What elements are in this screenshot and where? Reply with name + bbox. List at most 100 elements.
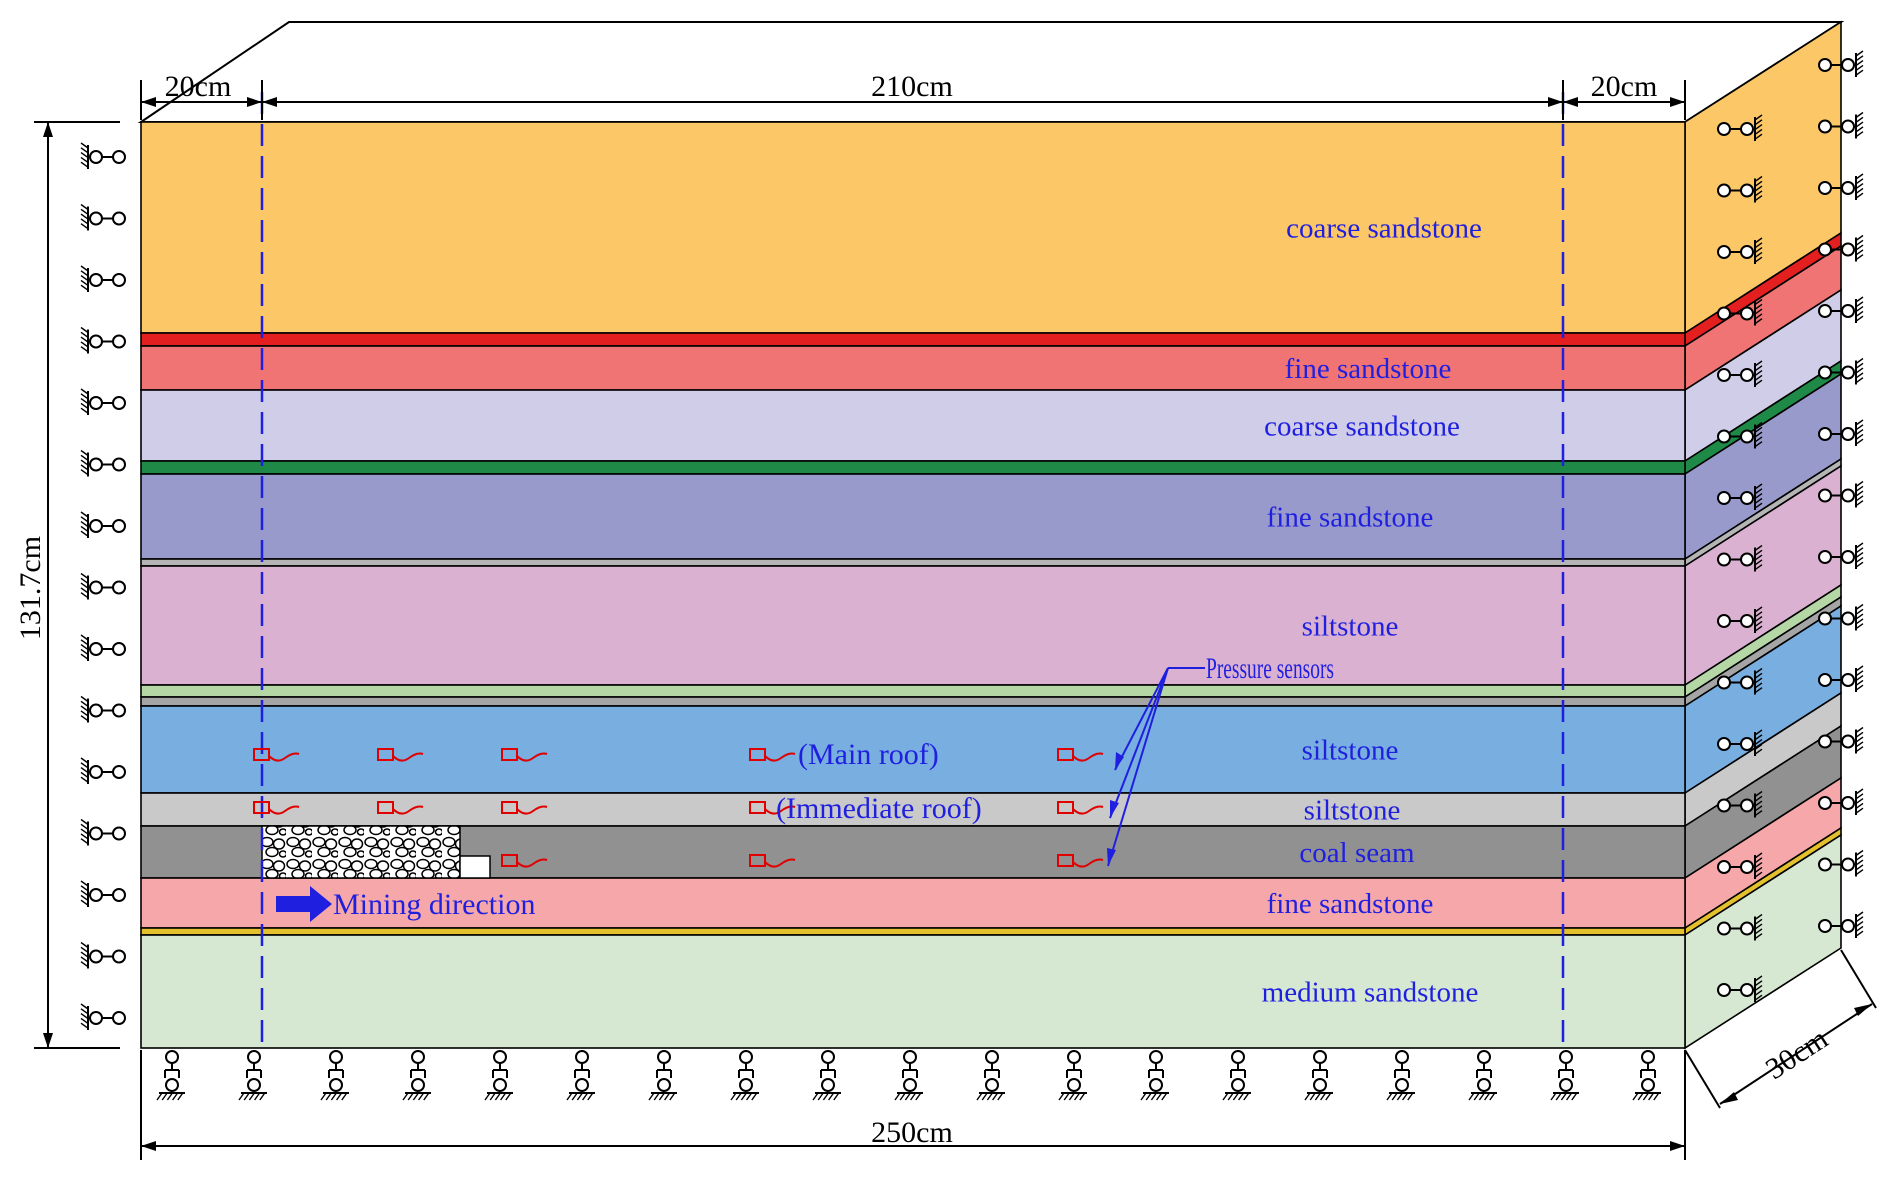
layer-label: fine sandstone	[1267, 888, 1434, 920]
layer-band	[140, 558, 1686, 567]
roller-support	[566, 1050, 595, 1101]
layer-label: fine sandstone	[1285, 353, 1452, 385]
pressure-sensor	[749, 854, 796, 868]
roller-support	[1717, 114, 1763, 141]
layer-label: siltstone	[1302, 735, 1399, 767]
layer-band	[140, 792, 1686, 827]
layer-label: coarse sandstone	[1264, 411, 1460, 443]
roller-support	[1058, 1050, 1087, 1101]
roller-support	[1818, 665, 1864, 692]
pressure-sensor	[1057, 801, 1104, 815]
roller-support	[1717, 667, 1763, 695]
layer-band	[140, 565, 1686, 686]
top-face	[137, 21, 1845, 123]
roller-support	[1818, 849, 1864, 877]
layer-label: siltstone	[1302, 611, 1399, 643]
dim-right-margin: 20cm	[1591, 70, 1658, 103]
roller-support	[1818, 542, 1864, 569]
layer-band	[140, 705, 1686, 794]
roller-support	[1717, 175, 1763, 203]
goaf-rubble	[261, 825, 461, 879]
main-roof-label: (Main roof)	[798, 738, 939, 771]
layer-labels: coarse sandstone fine sandstone coarse san…	[1262, 213, 1482, 1009]
roller-support	[648, 1050, 677, 1101]
layer-band	[140, 121, 1686, 334]
dim-depth: 30cm	[1760, 1022, 1834, 1086]
pressure-sensors	[253, 748, 1104, 868]
goaf-gap	[459, 855, 491, 879]
layer-band	[140, 934, 1686, 1049]
roller-support	[1304, 1050, 1333, 1101]
pressure-sensor	[253, 748, 300, 762]
roller-support	[1550, 1050, 1579, 1101]
layer-band	[140, 332, 1686, 347]
dim-center: 210cm	[871, 70, 953, 103]
roller-support	[1717, 360, 1763, 387]
pressure-sensor	[1057, 854, 1104, 868]
roller-support	[80, 880, 126, 907]
pressure-sensor	[377, 801, 424, 815]
roller-support	[80, 142, 126, 169]
roller-support	[1717, 421, 1763, 449]
roller-support	[812, 1050, 841, 1101]
boundary-supports	[80, 50, 1864, 1101]
roller-support	[1717, 237, 1763, 264]
front-face	[140, 121, 1686, 1049]
roller-support	[1717, 483, 1763, 510]
roller-support	[1140, 1050, 1169, 1101]
roller-support	[1818, 726, 1864, 754]
roller-support	[1818, 788, 1864, 815]
layer-label: fine sandstone	[1267, 502, 1434, 534]
top-dimension	[140, 80, 1686, 120]
layer-band	[140, 389, 1686, 462]
roller-support	[1717, 975, 1763, 1002]
pressure-sensors-label: Pressure sensors	[1206, 652, 1334, 685]
roller-support	[1717, 606, 1763, 633]
height-dimension	[34, 121, 120, 1049]
depth-dimension	[1684, 949, 1877, 1109]
layer-band	[140, 684, 1686, 698]
roller-support	[1717, 729, 1763, 756]
roller-support	[1386, 1050, 1415, 1101]
layer-band	[140, 877, 1686, 929]
roller-support	[80, 695, 126, 723]
roller-support	[1818, 50, 1864, 77]
sensor-leaders	[1107, 667, 1205, 867]
roller-support	[80, 388, 126, 415]
roller-support	[80, 818, 126, 846]
roller-support	[894, 1050, 923, 1101]
roller-support	[1818, 419, 1864, 446]
pressure-sensor	[253, 801, 300, 815]
roller-support	[238, 1050, 267, 1101]
roller-support	[402, 1050, 431, 1101]
pressure-sensor	[749, 801, 796, 815]
roller-support	[80, 203, 126, 231]
roller-support	[320, 1050, 349, 1101]
mining-direction-label: Mining direction	[333, 888, 535, 921]
roller-support	[1818, 911, 1864, 938]
pressure-sensor	[501, 748, 548, 762]
roller-support	[80, 449, 126, 477]
roller-support	[1818, 173, 1864, 200]
pressure-sensor	[749, 748, 796, 762]
roller-support	[80, 572, 126, 600]
layer-band	[140, 927, 1686, 936]
roller-support	[730, 1050, 759, 1101]
roller-support	[80, 757, 126, 784]
pressure-sensor	[501, 801, 548, 815]
roller-support	[1468, 1050, 1497, 1101]
mining-direction-arrow	[276, 886, 332, 922]
roller-support	[1717, 852, 1763, 879]
roller-support	[156, 1050, 185, 1101]
roller-support	[1818, 357, 1864, 385]
roller-support	[80, 265, 126, 292]
layer-label: medium sandstone	[1262, 977, 1479, 1009]
roller-support	[1717, 298, 1763, 326]
roller-support	[80, 511, 126, 538]
layer-label: coarse sandstone	[1286, 213, 1482, 245]
immediate-roof-label: (Immediate roof)	[776, 792, 982, 825]
roller-support	[1818, 111, 1864, 139]
layer-label: siltstone	[1304, 795, 1401, 827]
pressure-sensor	[501, 854, 548, 868]
